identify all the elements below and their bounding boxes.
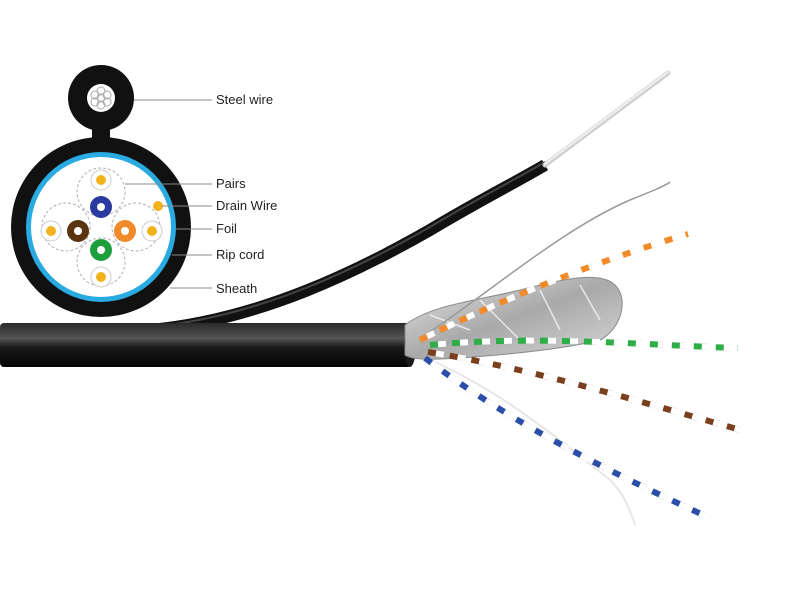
- cross-section-diagram: [11, 65, 191, 317]
- leader-lines: [125, 99, 212, 289]
- label-pairs: Pairs: [216, 176, 246, 191]
- messenger-cable: [149, 70, 671, 336]
- label-drain-wire: Drain Wire: [216, 198, 278, 213]
- label-sheath: Sheath: [216, 281, 258, 296]
- pair-blue: [423, 355, 712, 521]
- drain-wire: [424, 181, 671, 336]
- label-foil: Foil: [216, 221, 237, 236]
- label-steel-wire: Steel wire: [216, 92, 274, 107]
- pair-brown: [427, 349, 749, 435]
- pair-green: [429, 337, 739, 351]
- pair-orange: [418, 231, 689, 343]
- main-cable: [0, 323, 416, 367]
- label-rip-cord: Rip cord: [216, 247, 265, 262]
- drain-wire-section: [153, 201, 163, 211]
